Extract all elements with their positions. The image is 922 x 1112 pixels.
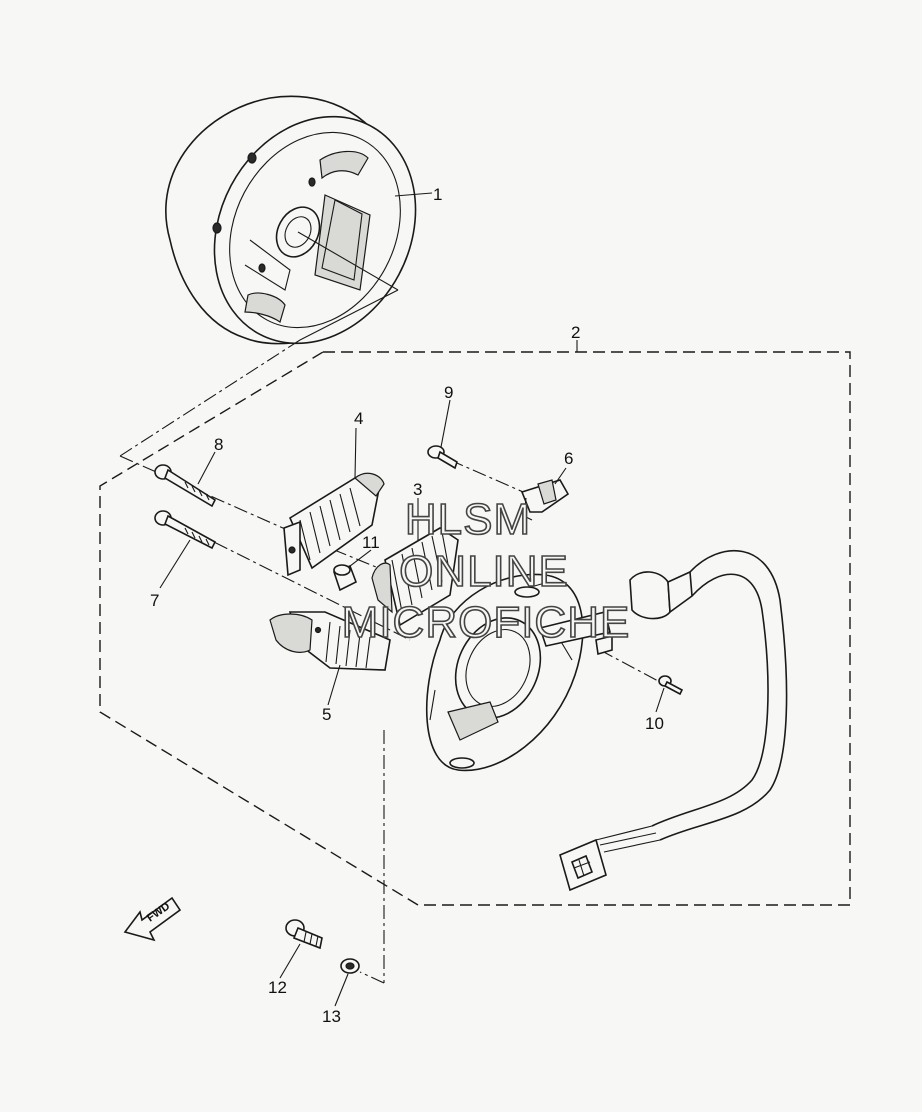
leader-lines bbox=[159, 192, 665, 1007]
lead-wire-harness bbox=[538, 550, 788, 892]
coil-5 bbox=[269, 611, 391, 671]
callout-3: 3 bbox=[413, 480, 422, 499]
washer-13 bbox=[340, 958, 360, 974]
collar-11 bbox=[332, 564, 358, 592]
screw-12 bbox=[285, 919, 323, 950]
callout-10: 10 bbox=[645, 714, 664, 733]
pickup-coil-6 bbox=[520, 479, 570, 521]
callout-6: 6 bbox=[564, 449, 573, 468]
callout-1: 1 bbox=[433, 185, 442, 204]
screw-7 bbox=[154, 510, 217, 550]
flywheel-rotor bbox=[165, 95, 417, 345]
callout-numbers: 1 2 3 4 5 6 7 8 9 10 11 12 13 bbox=[150, 185, 664, 1026]
watermark: HLSM ONLINE MICROFICHE bbox=[341, 494, 631, 648]
screw-8 bbox=[154, 464, 217, 508]
callout-11: 11 bbox=[362, 533, 380, 552]
callout-8: 8 bbox=[214, 435, 223, 454]
callout-12: 12 bbox=[268, 978, 287, 997]
coil-3 bbox=[371, 527, 459, 627]
watermark-line-3: MICROFICHE bbox=[342, 598, 631, 647]
callout-13: 13 bbox=[322, 1007, 341, 1026]
callout-2: 2 bbox=[571, 323, 580, 342]
callout-4: 4 bbox=[354, 409, 363, 428]
screw-10 bbox=[658, 675, 684, 696]
coil-4 bbox=[283, 472, 385, 577]
callout-9: 9 bbox=[444, 383, 453, 402]
watermark-line-1: HLSM bbox=[405, 495, 531, 544]
fwd-direction-arrow: FWD bbox=[123, 896, 182, 942]
callout-5: 5 bbox=[322, 705, 331, 724]
stator-base-plate bbox=[426, 573, 584, 772]
callout-7: 7 bbox=[150, 591, 159, 610]
watermark-line-2: ONLINE bbox=[399, 547, 569, 596]
screw-9 bbox=[427, 445, 458, 470]
stator-assembly-boundary bbox=[99, 351, 851, 906]
